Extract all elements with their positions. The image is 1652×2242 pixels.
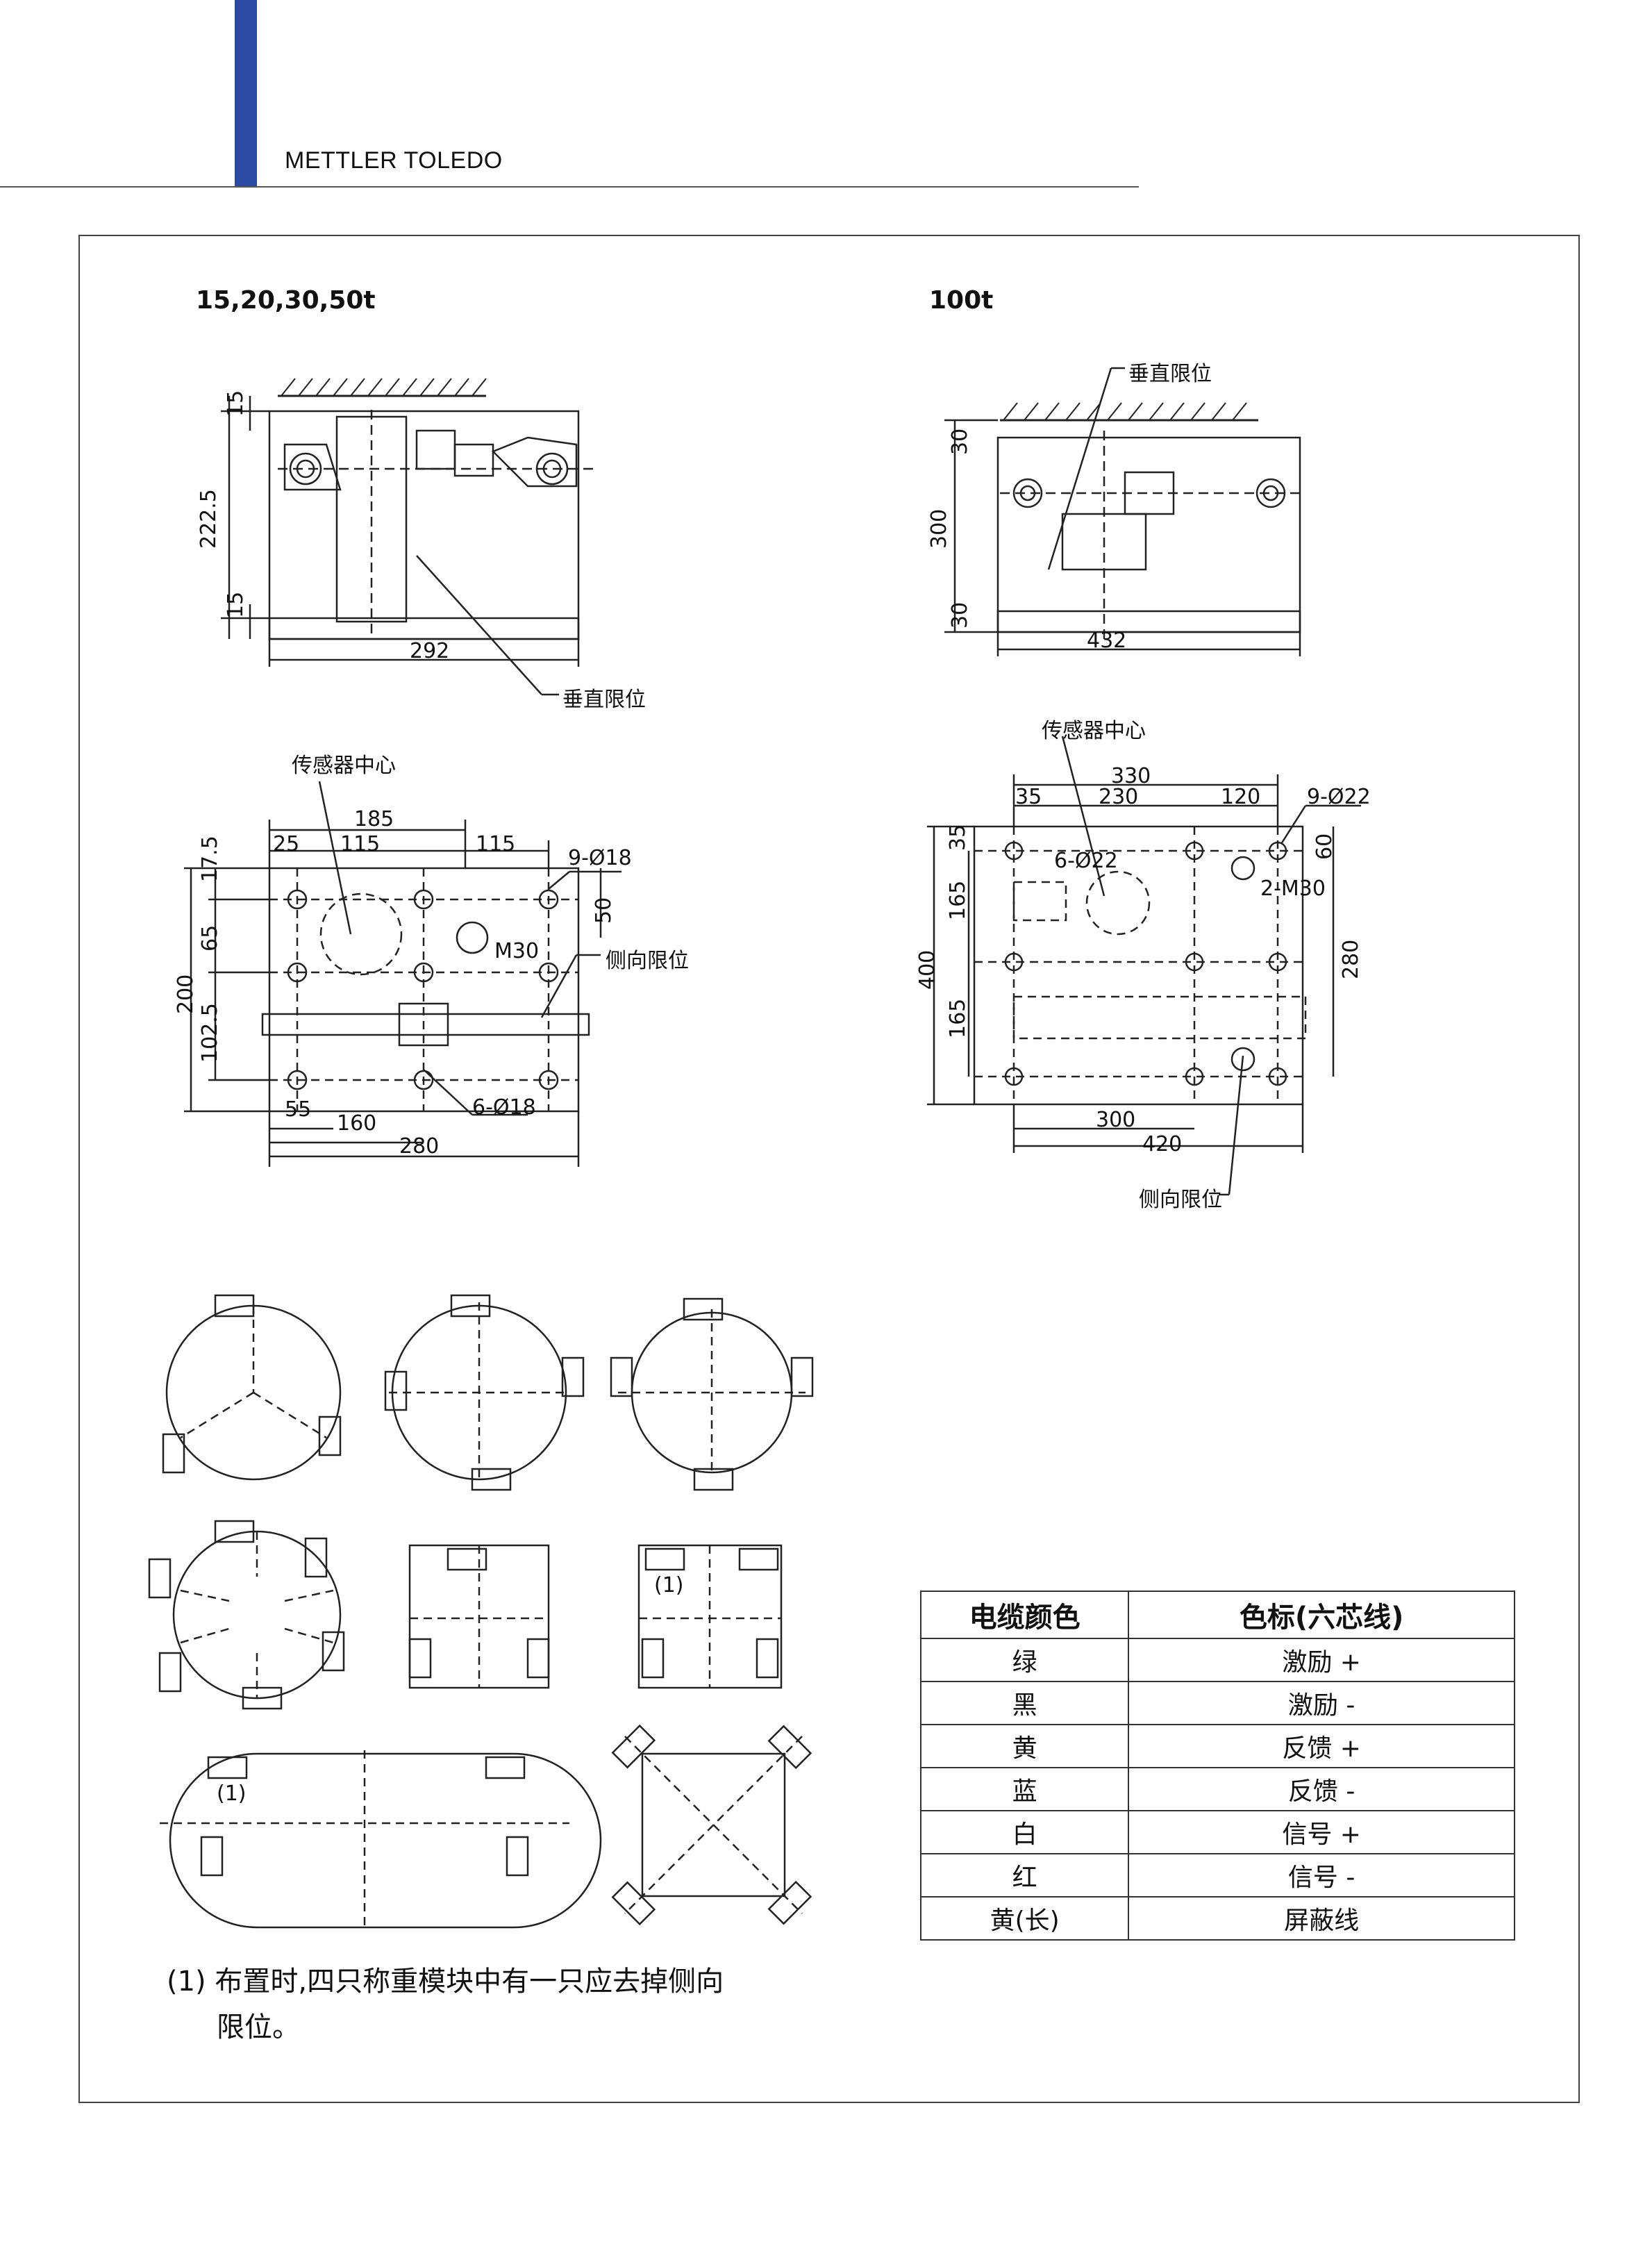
right-plan [927,736,1361,1196]
note-line-1: (1) 布置时,四只称重模块中有一只应去掉侧向 [167,1966,724,1998]
dim-60: 60 [1312,833,1337,860]
dim-35b: 35 [946,824,970,851]
dim-15b: 15 [224,591,248,618]
brand-color-bar [235,0,257,188]
dim-30b: 30 [948,601,972,629]
dim-120: 120 [1221,785,1261,809]
dim-160: 160 [337,1111,377,1136]
dim-m30-right: 2-M30 [1260,877,1326,901]
table-row: 黄反馈 + [919,1724,1515,1768]
dim-185: 185 [354,807,394,831]
dim-300: 300 [927,508,951,549]
cable-function: 激励 + [1128,1638,1515,1682]
dim-55: 55 [285,1097,312,1122]
callout-side-stop-right: 侧向限位 [1139,1188,1222,1212]
cable-function: 信号 + [1128,1810,1515,1854]
cable-function: 激励 - [1128,1681,1515,1725]
dim-102: 102.5 [198,1003,222,1063]
dim-m30-left: M30 [494,939,540,963]
layout-note: (1) 布置时,四只称重模块中有一只应去掉侧向 限位。 [167,1959,847,2050]
cable-color: 白 [919,1810,1130,1854]
dim-30a: 30 [948,428,972,455]
header-rule [0,186,1139,188]
callout-sensor-center-right: 传感器中心 [1042,719,1146,743]
cable-color: 黄 [919,1724,1130,1768]
dim-200: 200 [174,974,198,1014]
table-row: 白信号 + [919,1810,1515,1854]
dim-65: 65 [198,924,222,952]
dim-165a: 165 [946,880,970,920]
cable-function: 反馈 + [1128,1724,1515,1768]
callout-side-stop-left: 侧向限位 [606,949,689,973]
dim-15a: 15 [224,390,248,417]
dim-115a: 115 [340,832,381,856]
note-line-2: 限位。 [217,2011,300,2043]
table-row: 黑激励 - [919,1681,1515,1725]
left-elevation [221,378,597,696]
cable-color: 蓝 [919,1767,1130,1811]
table-row: 蓝反馈 - [919,1767,1515,1811]
cable-color: 黑 [919,1681,1130,1725]
header-cable-color: 电缆颜色 [919,1591,1130,1639]
dim-17: 17.5 [198,836,222,882]
dim-280-left: 280 [399,1134,440,1159]
dim-400: 400 [915,949,940,990]
cable-color-table: 电缆颜色 色标(六芯线) 绿激励 + 黑激励 - 黄反馈 + 蓝反馈 - 白信号… [919,1591,1515,1941]
cable-function: 反馈 - [1128,1767,1515,1811]
dim-230: 230 [1099,785,1139,809]
dim-165b: 165 [946,998,970,1038]
left-drawing-title: 15,20,30,50t [196,286,376,315]
dim-holes6-right: 6-Ø22 [1054,849,1118,873]
callout-vertical-stop-left: 垂直限位 [562,688,646,712]
dim-292: 292 [410,639,450,663]
header-color-code: 色标(六芯线) [1128,1591,1515,1639]
dim-432: 432 [1087,629,1127,653]
dim-50: 50 [592,897,616,924]
dim-holes6-left: 6-Ø18 [472,1095,536,1120]
table-row: 绿激励 + [919,1638,1515,1682]
right-elevation [944,367,1305,656]
table-header-row: 电缆颜色 色标(六芯线) [919,1591,1515,1639]
cable-color: 红 [919,1853,1130,1898]
cable-function: 信号 - [1128,1853,1515,1898]
brand-name: METTLER TOLEDO [285,147,503,174]
dim-280-right: 280 [1339,939,1363,979]
dim-330: 330 [1111,764,1151,788]
dim-holes9-left: 9-Ø18 [568,846,632,870]
layout-mark-2: (1) [217,1782,247,1806]
cable-color: 黄(长) [919,1896,1130,1941]
dim-222: 222.5 [197,489,221,549]
cable-color: 绿 [919,1638,1130,1682]
table-row: 黄(长)屏蔽线 [919,1896,1515,1941]
dim-holes9-right: 9-Ø22 [1307,785,1371,809]
right-drawing-title: 100t [929,286,994,315]
dim-115b: 115 [476,832,516,856]
layout-diagrams [148,1294,814,1931]
dim-25: 25 [273,832,300,856]
callout-sensor-center-left: 传感器中心 [292,754,396,778]
dim-300: 300 [1096,1108,1136,1132]
table-row: 红信号 - [919,1853,1515,1898]
dim-420: 420 [1142,1132,1183,1156]
callout-vertical-stop-right: 垂直限位 [1128,362,1212,386]
dim-35: 35 [1015,785,1042,809]
left-plan [184,781,621,1167]
layout-mark-1: (1) [654,1573,684,1597]
cable-function: 屏蔽线 [1128,1896,1515,1941]
content-frame [78,235,1580,2103]
